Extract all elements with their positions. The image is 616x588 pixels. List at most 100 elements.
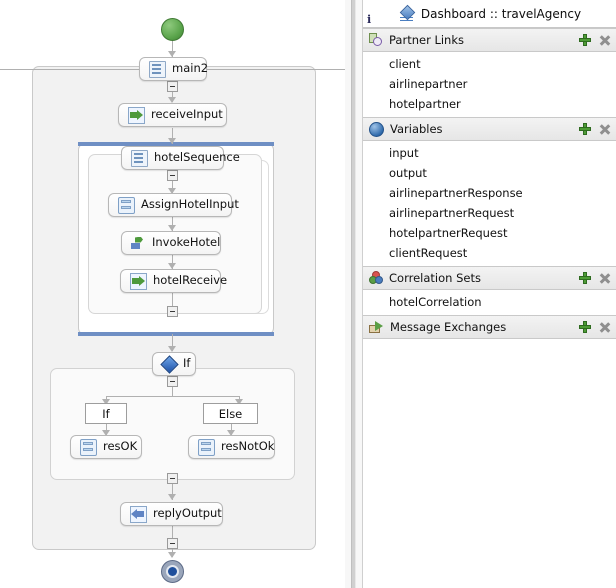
node-main2[interactable]: main2 <box>139 57 209 81</box>
list-item[interactable]: airlinepartner <box>389 77 468 91</box>
node-assignhotelinput[interactable]: AssignHotelInput <box>108 193 239 217</box>
node-hotelsequence[interactable]: hotelSequence <box>121 146 240 170</box>
dashboard-panel: i Dashboard :: travelAgency Partner Link… <box>362 0 616 588</box>
connector-start-to-main2 <box>172 39 173 57</box>
receive-icon <box>130 272 147 290</box>
message-exchanges-icon <box>369 320 384 334</box>
section-header-variables[interactable]: Variables <box>363 117 616 141</box>
remove-partner-link-button[interactable] <box>598 33 612 47</box>
remove-message-exchange-button[interactable] <box>598 320 612 334</box>
section-title-partner-links: Partner Links <box>389 33 464 47</box>
node-replyoutput-label: replyOutput <box>153 506 222 521</box>
node-resok[interactable]: resOK <box>70 435 142 459</box>
list-item[interactable]: output <box>389 166 427 180</box>
node-if[interactable]: If <box>152 352 196 376</box>
assign-icon <box>118 196 135 214</box>
connector-scope-to-if <box>172 334 173 351</box>
partner-links-icon <box>369 33 383 47</box>
add-correlation-set-button[interactable] <box>578 271 592 285</box>
list-item[interactable]: client <box>389 57 421 71</box>
remove-variable-button[interactable] <box>598 122 612 136</box>
add-partner-link-button[interactable] <box>578 33 592 47</box>
page-title: Dashboard :: travelAgency <box>420 6 582 21</box>
collapse-toggle-scope-bottom[interactable] <box>167 306 178 317</box>
assign-icon <box>80 438 97 456</box>
list-item[interactable]: hotelCorrelation <box>389 295 482 309</box>
start-event[interactable] <box>161 18 184 41</box>
list-item[interactable]: input <box>389 146 419 160</box>
panel-splitter[interactable] <box>345 0 362 588</box>
invoke-icon <box>131 236 146 251</box>
assign-icon <box>198 438 215 456</box>
splitter-handle[interactable] <box>351 0 356 588</box>
node-if-label: If <box>183 356 191 371</box>
connector-assign-to-invoke <box>172 217 173 231</box>
section-body-partner-links: client airlinepartner hotelpartner <box>363 52 616 117</box>
add-variable-button[interactable] <box>578 122 592 136</box>
scope-top-accent-bar <box>78 142 274 146</box>
arrow-start-to-main2 <box>168 51 176 57</box>
node-receiveinput[interactable]: receiveInput <box>118 103 227 127</box>
reply-icon <box>130 505 147 523</box>
list-item[interactable]: airlinepartnerRequest <box>389 206 515 220</box>
node-replyoutput[interactable]: replyOutput <box>120 502 223 526</box>
section-body-correlation-sets: hotelCorrelation <box>363 290 616 315</box>
if-diamond-icon <box>162 357 177 372</box>
connector-hotelreceive-to-scope-end <box>172 293 173 306</box>
dashboard-diamond-icon <box>399 7 415 21</box>
branch-if-label: If <box>102 406 110 421</box>
arrow-assign-to-invoke <box>168 225 176 231</box>
guide-line-right <box>207 69 345 70</box>
branch-if[interactable]: If <box>85 403 127 424</box>
node-invokehotel-label: InvokeHotel <box>152 235 221 250</box>
node-hotelreceive[interactable]: hotelReceive <box>120 269 227 293</box>
connector-if-split-bar <box>106 396 239 397</box>
add-message-exchange-button[interactable] <box>578 320 592 334</box>
section-title-message-exchanges: Message Exchanges <box>390 320 507 334</box>
collapse-toggle-hotelsequence[interactable] <box>167 170 178 181</box>
list-item[interactable]: hotelpartner <box>389 97 461 111</box>
node-receiveinput-label: receiveInput <box>151 107 223 122</box>
node-invokehotel[interactable]: InvokeHotel <box>121 231 221 255</box>
process-diagram-canvas[interactable]: main2 receiveInput hotelSequence AssignH… <box>0 0 345 588</box>
connector-ifelse-to-reply <box>172 484 173 500</box>
collapse-toggle-main2[interactable] <box>167 81 178 92</box>
branch-else[interactable]: Else <box>203 403 258 424</box>
section-header-message-exchanges[interactable]: Message Exchanges <box>363 315 616 339</box>
end-event[interactable] <box>161 560 184 583</box>
connector-if-to-resok <box>106 424 107 435</box>
node-hotelreceive-label: hotelReceive <box>153 273 228 288</box>
section-title-correlation-sets: Correlation Sets <box>389 271 481 285</box>
dashboard-header: i Dashboard :: travelAgency <box>363 0 616 28</box>
list-item[interactable]: airlinepartnerResponse <box>389 186 523 200</box>
arrow-if-branch-right <box>235 399 243 405</box>
remove-correlation-set-button[interactable] <box>598 271 612 285</box>
arrow-if-branch-left <box>102 399 110 405</box>
section-title-variables: Variables <box>390 122 443 136</box>
arrow-ifelse-to-reply <box>168 494 176 500</box>
connector-else-to-resnotok <box>231 424 232 435</box>
info-icon: i <box>367 13 372 26</box>
guide-line-left <box>0 69 139 70</box>
arrow-receiveinput-to-scope <box>168 138 176 144</box>
sequence-icon <box>131 149 148 167</box>
section-header-partner-links[interactable]: Partner Links <box>363 28 616 52</box>
arrow-main2-to-receiveinput <box>168 97 176 103</box>
arrow-to-end-event <box>168 552 176 558</box>
list-item[interactable]: clientRequest <box>389 246 468 260</box>
arrow-hotelsequence-to-assign <box>168 188 176 194</box>
collapse-toggle-if[interactable] <box>167 376 178 387</box>
node-main2-label: main2 <box>172 61 209 76</box>
connector-reply-to-end <box>172 526 173 538</box>
collapse-toggle-ifelse-bottom[interactable] <box>167 473 178 484</box>
node-resnotok[interactable]: resNotOk <box>188 435 275 459</box>
list-item[interactable]: hotelpartnerRequest <box>389 226 508 240</box>
collapse-toggle-process-bottom[interactable] <box>167 538 178 549</box>
scope-bottom-accent-bar <box>78 332 274 336</box>
arrow-invoke-to-hotelreceive <box>168 263 176 269</box>
variables-sphere-icon <box>369 121 384 137</box>
section-header-correlation-sets[interactable]: Correlation Sets <box>363 266 616 290</box>
connector-invoke-to-hotelreceive <box>172 255 173 269</box>
arrow-if-to-resok <box>102 430 110 436</box>
